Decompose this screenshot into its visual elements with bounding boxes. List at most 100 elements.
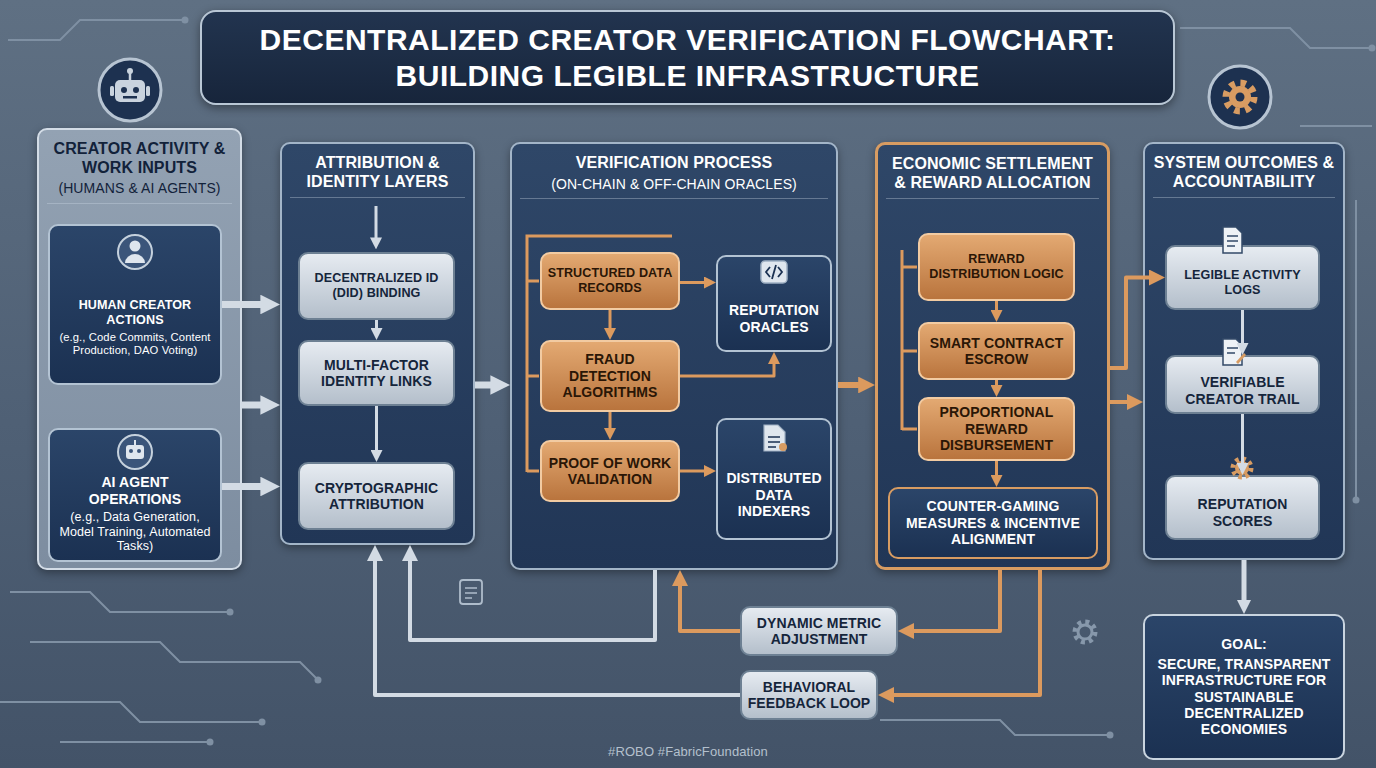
index-icon-part xyxy=(768,437,780,447)
diagram-title: DECENTRALIZED CREATOR VERIFICATION FLOWC… xyxy=(216,22,1159,94)
node-heading: AI AGENT OPERATIONS xyxy=(54,474,216,507)
text-group: DISTRIBUTED DATA INDEXERS xyxy=(722,470,826,519)
text-group: PROOF OF WORK VALIDATION xyxy=(546,455,674,488)
orange-bracket-part xyxy=(902,250,917,430)
robot-icon-part xyxy=(134,440,136,445)
gear-badge-part xyxy=(1209,66,1271,128)
process-box: COUNTER-GAMING MEASURES & INCENTIVE ALIG… xyxy=(888,487,1098,559)
node-heading: ATTRIBUTION & IDENTITY LAYERS xyxy=(290,154,465,191)
text-group: MULTI-FACTOR IDENTITY LINKS xyxy=(304,357,449,390)
process-box: AI AGENT OPERATIONS(e.g., Data Generatio… xyxy=(48,428,222,562)
robot-icon-part xyxy=(118,435,152,469)
gear-badge-part xyxy=(1226,83,1254,111)
flow-arrow xyxy=(1241,310,1244,347)
small-gear-icon-part xyxy=(1078,625,1092,639)
node-body: (e.g., Data Generation, Model Training, … xyxy=(54,510,216,554)
document-icon-part xyxy=(1223,227,1242,253)
process-box: DISTRIBUTED DATA INDEXERS xyxy=(716,418,832,540)
panel-group: HUMAN CREATOR ACTIONS(e.g., Code Commits… xyxy=(37,128,242,570)
text-group: GOAL:SECURE, TRANSPARENT INFRASTRUCTURE … xyxy=(1149,636,1339,737)
process-box: MULTI-FACTOR IDENTITY LINKS xyxy=(298,340,455,406)
circuit-trace-part xyxy=(30,642,318,680)
process-box: BEHAVIORAL FEEDBACK LOOP xyxy=(740,670,878,720)
node-heading: REPUTATION SCORES xyxy=(1171,496,1314,529)
flow-arrow xyxy=(680,470,708,473)
flow-arrow xyxy=(222,301,266,308)
robot-badge-part xyxy=(121,87,127,93)
panel-group: LEGIBLE ACTIVITY LOGSVERIFIABLE CREATOR … xyxy=(1143,142,1345,560)
text-group: PROPORTIONAL REWARD DISBURSEMENT xyxy=(924,404,1069,453)
process-box: REPUTATION ORACLES xyxy=(716,255,832,352)
index-icon-part xyxy=(764,425,785,451)
index-icon-part xyxy=(779,443,787,451)
flow-arrow xyxy=(609,310,612,332)
node-heading: PROPORTIONAL REWARD DISBURSEMENT xyxy=(924,404,1069,453)
text-group: VERIFICATION PROCESS(ON-CHAIN & OFF-CHAI… xyxy=(520,154,828,199)
text-group: VERIFIABLE CREATOR TRAIL xyxy=(1171,374,1314,407)
flow-arrow xyxy=(1110,400,1132,404)
node-heading: ECONOMIC SETTLEMENT & REWARD ALLOCATION xyxy=(886,155,1099,192)
flow-arrow xyxy=(375,556,740,695)
process-box: GOAL:SECURE, TRANSPARENT INFRASTRUCTURE … xyxy=(1143,614,1345,760)
node-heading: STRUCTURED DATA RECORDS xyxy=(546,266,674,295)
text-group: CRYPTOGRAPHIC ATTRIBUTION xyxy=(304,480,449,513)
circuit-node-part xyxy=(1369,45,1376,52)
robot-badge-part xyxy=(127,68,133,74)
process-box: REPUTATION SCORES xyxy=(1165,475,1320,540)
person-icon-part xyxy=(130,241,141,252)
node-heading: SMART CONTRACT ESCROW xyxy=(924,335,1069,368)
text-group: ECONOMIC SETTLEMENT & REWARD ALLOCATION xyxy=(886,155,1099,199)
flow-arrow xyxy=(375,406,378,454)
small-document-icon-part xyxy=(460,580,482,604)
gear-icon-part xyxy=(1239,465,1245,471)
text-group: HUMAN CREATOR ACTIONS(e.g., Code Commits… xyxy=(54,298,216,357)
flow-arrow xyxy=(475,382,496,389)
circuit-node-part xyxy=(227,609,234,616)
flow-arrow xyxy=(410,556,655,640)
code-icon-part xyxy=(766,265,782,279)
circuit-trace-part xyxy=(60,741,210,743)
gear-icon-part xyxy=(1233,459,1251,477)
small-document-icon xyxy=(460,580,482,604)
node-heading: COUNTER-GAMING MEASURES & INCENTIVE ALIG… xyxy=(894,498,1092,547)
flow-arrow xyxy=(995,301,998,314)
robot-icon xyxy=(118,435,152,469)
index-icon xyxy=(764,425,787,451)
circuit-trace-part xyxy=(1300,125,1372,127)
robot-badge-part xyxy=(99,59,161,121)
flow-arrow xyxy=(609,412,612,432)
flow-arrow xyxy=(680,281,708,284)
flow-arrow xyxy=(889,570,1040,695)
node-heading: VERIFICATION PROCESS xyxy=(520,154,828,173)
robot-icon-part xyxy=(126,445,144,459)
small-document-icon-part xyxy=(465,588,477,598)
document-icon xyxy=(1223,227,1242,253)
process-box: PROPORTIONAL REWARD DISBURSEMENT xyxy=(918,397,1075,461)
flow-arrow xyxy=(1110,278,1154,369)
robot-badge-part xyxy=(123,96,137,99)
robot-badge-part xyxy=(146,86,150,96)
orange-bracket-part xyxy=(527,236,672,472)
circuit-trace-part xyxy=(1180,28,1372,48)
text-group: ATTRIBUTION & IDENTITY LAYERS xyxy=(290,154,465,198)
gear-badge-part xyxy=(1229,86,1251,108)
panel-group: REWARD DISTRIBUTION LOGICSMART CONTRACT … xyxy=(875,142,1110,570)
circuit-node-part xyxy=(259,719,266,726)
orange-bracket-part xyxy=(527,281,539,471)
gear-badge-part xyxy=(1236,93,1245,102)
node-heading: CRYPTOGRAPHIC ATTRIBUTION xyxy=(304,480,449,513)
text-group: COUNTER-GAMING MEASURES & INCENTIVE ALIG… xyxy=(894,498,1092,547)
process-box: VERIFIABLE CREATOR TRAIL xyxy=(1165,355,1320,414)
connector-group xyxy=(222,278,1244,696)
document-icon-part xyxy=(1227,236,1238,246)
flow-arrow xyxy=(680,581,740,631)
node-heading: DISTRIBUTED DATA INDEXERS xyxy=(722,470,826,519)
person-icon-part xyxy=(118,235,152,269)
signed-document-icon-part xyxy=(1223,339,1242,365)
circuit-node-part xyxy=(315,677,322,684)
text-group: STRUCTURED DATA RECORDS xyxy=(546,266,674,295)
